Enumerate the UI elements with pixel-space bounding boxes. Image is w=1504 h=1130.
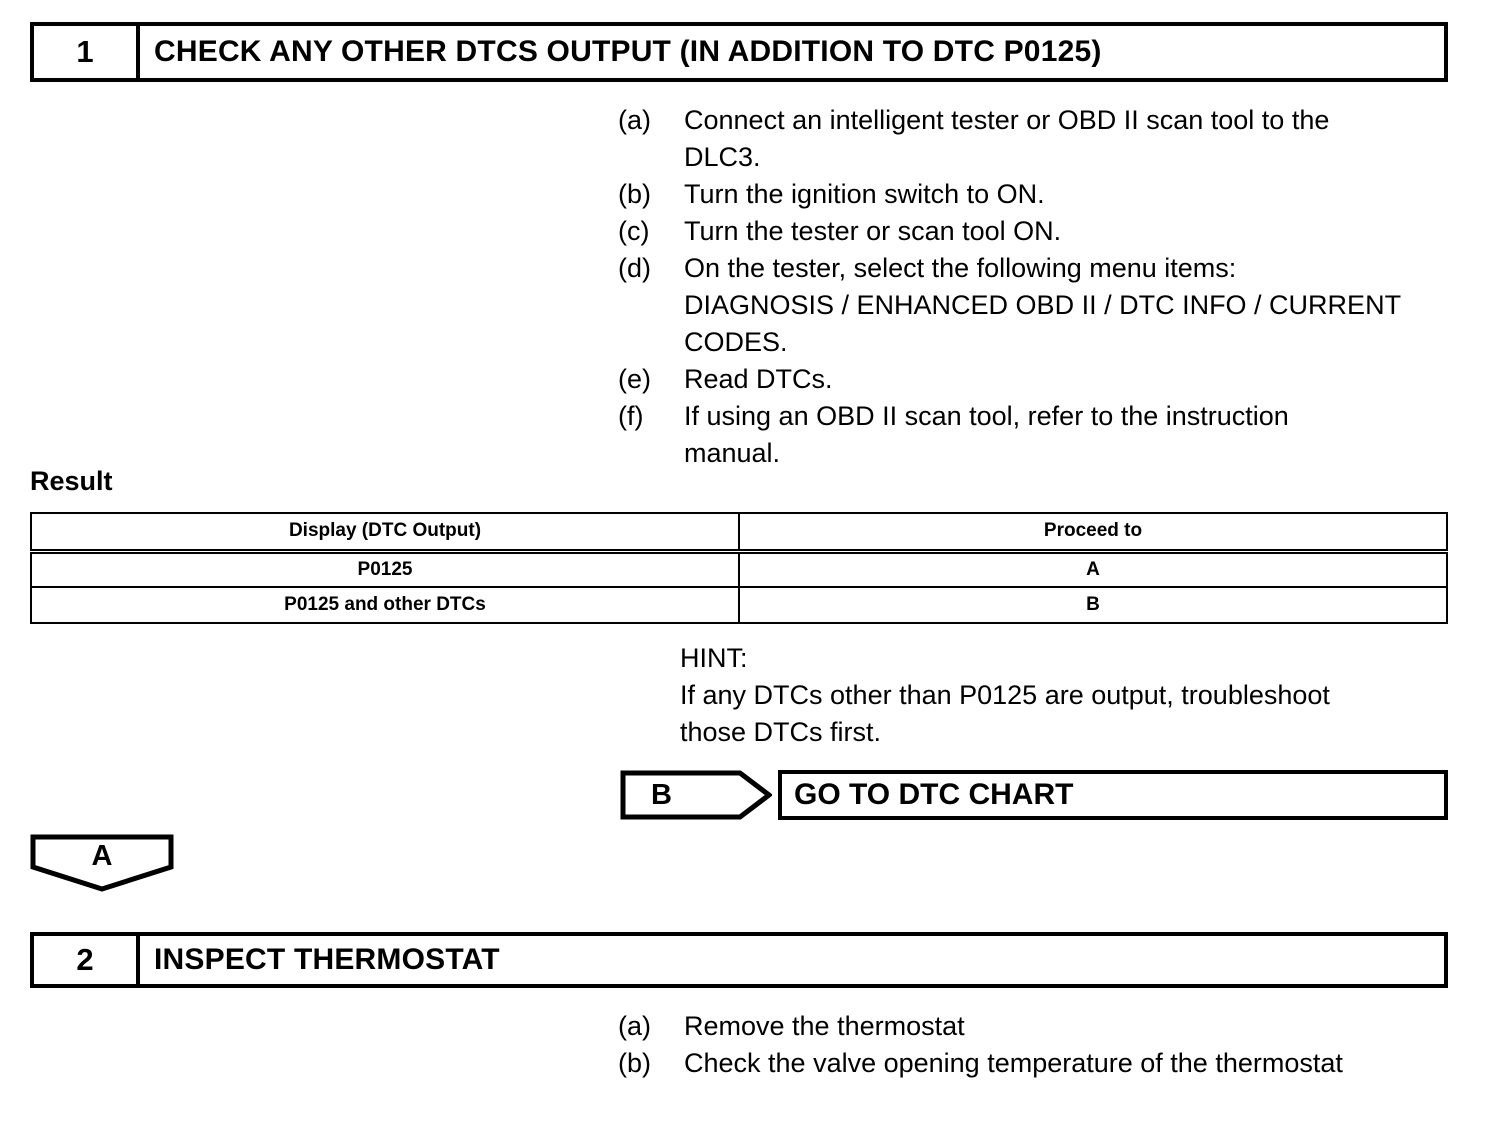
- table-header-row: Display (DTC Output) Proceed to: [30, 512, 1448, 554]
- step-2-number: 2: [34, 936, 140, 984]
- procedure-text-line-2: DIAGNOSIS / ENHANCED OBD II / DTC INFO /…: [684, 290, 1401, 357]
- connector-b-arrow: B: [620, 770, 772, 820]
- procedure-text: Check the valve opening temperature of t…: [684, 1048, 1343, 1078]
- table-row: P0125 and other DTCs B: [30, 586, 1448, 624]
- goto-dtc-chart-box[interactable]: GO TO DTC CHART: [778, 770, 1448, 820]
- result-table: Display (DTC Output) Proceed to P0125 A …: [30, 512, 1448, 624]
- procedure-text-line-2: manual.: [684, 438, 781, 468]
- hint-line-2: those DTCs first.: [680, 717, 882, 747]
- procedure-item: (f) If using an OBD II scan tool, refer …: [618, 398, 1448, 472]
- column-header-display: Display (DTC Output): [30, 512, 740, 554]
- connector-a-arrow: A: [30, 834, 174, 892]
- procedure-marker: (a): [618, 105, 651, 135]
- step-2-procedure-list: (a) Remove the thermostat (b) Check the …: [618, 1008, 1448, 1082]
- procedure-item: (d) On the tester, select the following …: [618, 250, 1448, 361]
- step-1-number: 1: [34, 26, 140, 78]
- procedure-text-line-1: On the tester, select the following menu…: [684, 253, 1237, 283]
- arrow-pentagon-icon: [620, 770, 772, 820]
- procedure-item: (c) Turn the tester or scan tool ON.: [618, 213, 1448, 250]
- step-2-title: INSPECT THERMOSTAT: [154, 943, 500, 976]
- procedure-marker: (a): [618, 1011, 651, 1041]
- step-2-header-box: 2 INSPECT THERMOSTAT: [30, 932, 1448, 988]
- procedure-text: Turn the ignition switch to ON.: [684, 179, 1045, 209]
- hint-block: HINT: If any DTCs other than P0125 are o…: [680, 640, 1460, 751]
- procedure-text: Turn the tester or scan tool ON.: [684, 216, 1062, 246]
- procedure-item: (b) Turn the ignition switch to ON.: [618, 176, 1448, 213]
- procedure-item: (a) Remove the thermostat: [618, 1008, 1448, 1045]
- procedure-text: Connect an intelligent tester or OBD II …: [684, 102, 1448, 176]
- procedure-text-line-1: If using an OBD II scan tool, refer to t…: [684, 401, 1289, 431]
- step-1-procedure-list: (a) Connect an intelligent tester or OBD…: [618, 102, 1448, 472]
- hint-line-1: If any DTCs other than P0125 are output,…: [680, 680, 1330, 710]
- cell-proceed-to: B: [738, 586, 1448, 624]
- procedure-text: On the tester, select the following menu…: [684, 250, 1448, 361]
- result-label: Result: [30, 466, 113, 496]
- procedure-marker: (e): [618, 364, 651, 394]
- step-1-header-box: 1 CHECK ANY OTHER DTCS OUTPUT (IN ADDITI…: [30, 22, 1448, 82]
- procedure-marker: (c): [618, 216, 650, 246]
- cell-display: P0125: [30, 550, 740, 588]
- connector-down-pentagon-icon: [30, 834, 174, 892]
- procedure-text: Read DTCs.: [684, 364, 833, 394]
- connector-a-letter: A: [91, 840, 113, 872]
- procedure-text: If using an OBD II scan tool, refer to t…: [684, 398, 1448, 472]
- procedure-marker: (f): [618, 401, 644, 431]
- cell-display: P0125 and other DTCs: [30, 586, 740, 624]
- procedure-item: (b) Check the valve opening temperature …: [618, 1045, 1448, 1082]
- cell-proceed-to: A: [738, 550, 1448, 588]
- hint-title: HINT:: [680, 643, 748, 673]
- goto-dtc-chart-label: GO TO DTC CHART: [794, 778, 1074, 811]
- procedure-item: (a) Connect an intelligent tester or OBD…: [618, 102, 1448, 176]
- procedure-text-line-1: Connect an intelligent tester or OBD II …: [684, 105, 1330, 135]
- table-row: P0125 A: [30, 550, 1448, 588]
- procedure-marker: (d): [618, 253, 651, 283]
- procedure-text-line-2: DLC3.: [684, 142, 761, 172]
- step-1-title: CHECK ANY OTHER DTCS OUTPUT (IN ADDITION…: [154, 35, 1102, 68]
- column-header-proceed-to: Proceed to: [738, 512, 1448, 554]
- procedure-marker: (b): [618, 1048, 651, 1078]
- procedure-marker: (b): [618, 179, 651, 209]
- connector-b-letter: B: [651, 778, 672, 811]
- procedure-text: Remove the thermostat: [684, 1011, 965, 1041]
- procedure-item: (e) Read DTCs.: [618, 361, 1448, 398]
